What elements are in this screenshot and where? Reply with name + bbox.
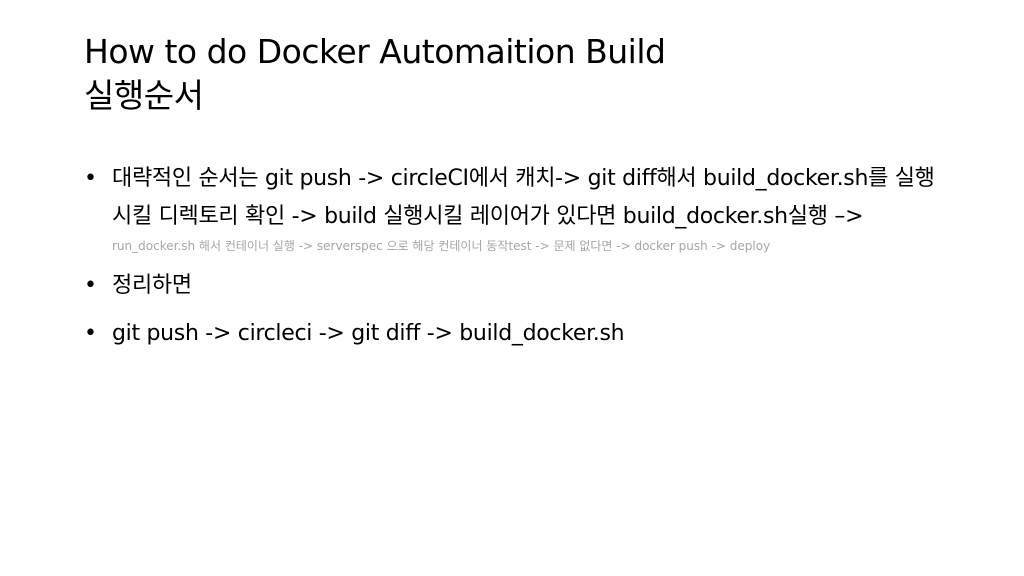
- bullet-item-1: • 대략적인 순서는 git push -> circleCI에서 캐치-> g…: [84, 160, 944, 255]
- bullet-1-text: 대략적인 순서는 git push -> circleCI에서 캐치-> git…: [112, 166, 935, 229]
- title-line-1: How to do Docker Automaition Build: [84, 32, 666, 71]
- bullet-item-2: • 정리하면: [84, 267, 944, 305]
- bullet-dot-icon: •: [84, 166, 97, 191]
- bullet-3-text: git push -> circleci -> git diff -> buil…: [112, 321, 625, 346]
- slide-body: • 대략적인 순서는 git push -> circleCI에서 캐치-> g…: [84, 160, 944, 353]
- bullet-dot-icon: •: [84, 273, 97, 298]
- bullet-item-3: • git push -> circleci -> git diff -> bu…: [84, 315, 944, 353]
- title-line-2: 실행순서: [84, 76, 204, 115]
- bullet-1-subtext: run_docker.sh 해서 컨테이너 실행 -> serverspec 으…: [112, 239, 771, 253]
- slide-title: How to do Docker Automaition Build 실행순서: [84, 30, 944, 118]
- bullet-dot-icon: •: [84, 321, 97, 346]
- bullet-2-text: 정리하면: [112, 273, 192, 298]
